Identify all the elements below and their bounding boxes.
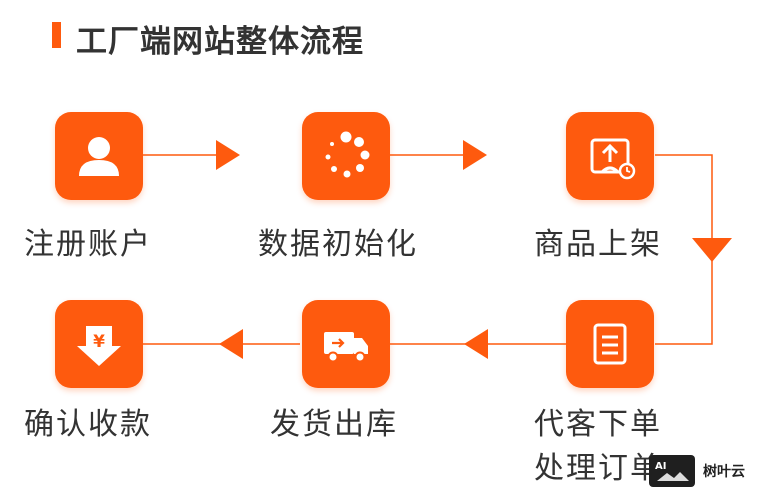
step-label-payment: 确认收款 (24, 407, 152, 442)
step-node-shipping (302, 300, 390, 388)
connector-arrow-2-3 (463, 140, 487, 170)
step-label-order-line1: 代客下单 (534, 407, 662, 442)
yuan-download-icon: ¥ (77, 326, 121, 366)
title-accent-bar (52, 22, 61, 48)
step-label-shipping: 发货出库 (270, 407, 398, 442)
page-title: 工厂端网站整体流程 (76, 24, 364, 60)
image-icon: AI (655, 461, 689, 481)
upload-box-icon (590, 138, 636, 180)
watermark-logo: AI (649, 455, 695, 487)
connector-arrow-1-2 (216, 140, 240, 170)
step-node-listing (566, 112, 654, 200)
step-node-order (566, 300, 654, 388)
step-node-payment: ¥ (55, 300, 143, 388)
connector-arrow-5-6 (219, 329, 243, 359)
delivery-truck-icon (324, 332, 368, 363)
step-label-order-line2: 处理订单 (534, 451, 662, 486)
step-label-register: 注册账户 (24, 227, 152, 262)
step-label-listing: 商品上架 (534, 227, 662, 262)
connector-arrow-4-5 (464, 329, 488, 359)
document-icon (593, 323, 627, 365)
step-node-init (302, 112, 390, 200)
loading-spinner-icon (325, 131, 370, 178)
user-icon (79, 137, 119, 176)
step-label-init: 数据初始化 (258, 227, 418, 262)
svg-text:¥: ¥ (93, 332, 105, 352)
watermark: AI 树叶云 (649, 451, 745, 491)
connector-arrow-3-4 (692, 238, 732, 262)
watermark-badge: AI (655, 461, 666, 472)
step-node-register (55, 112, 143, 200)
watermark-text: 树叶云 (703, 464, 745, 480)
